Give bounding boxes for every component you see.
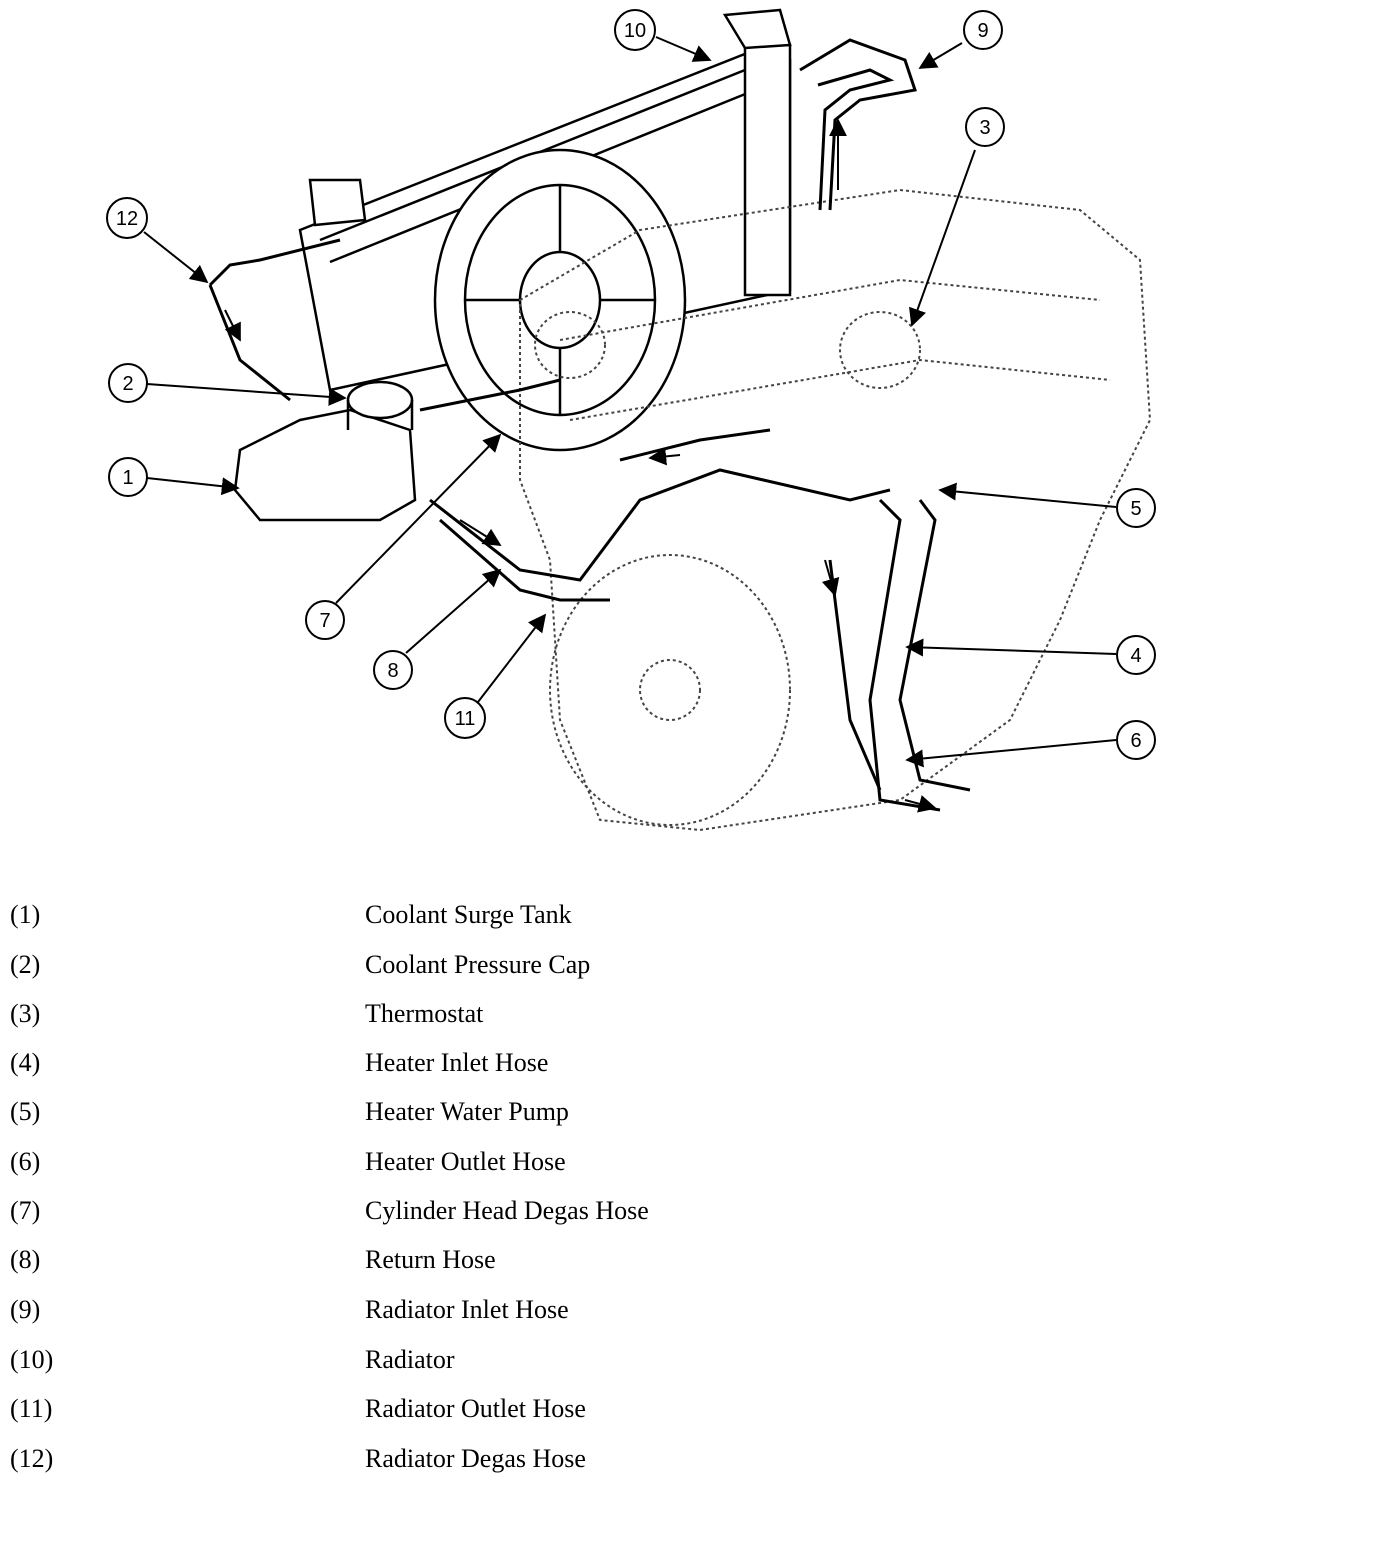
legend-label: Radiator bbox=[365, 1345, 455, 1374]
legend-label: Radiator Inlet Hose bbox=[365, 1295, 569, 1324]
legend-row: (4) Heater Inlet Hose bbox=[0, 1048, 1392, 1088]
callout-2: 2 bbox=[108, 363, 148, 403]
legend-row: (2) Coolant Pressure Cap bbox=[0, 950, 1392, 990]
legend-row: (12) Radiator Degas Hose bbox=[0, 1444, 1392, 1484]
callout-6-text: 6 bbox=[1130, 730, 1141, 752]
legend-number: (7) bbox=[10, 1196, 41, 1225]
legend-number: (10) bbox=[10, 1345, 54, 1374]
callout-10-text: 10 bbox=[624, 20, 646, 42]
legend-label: Heater Inlet Hose bbox=[365, 1048, 549, 1077]
callout-3: 3 bbox=[965, 107, 1005, 147]
legend-row: (7) Cylinder Head Degas Hose bbox=[0, 1196, 1392, 1236]
legend-label: Heater Outlet Hose bbox=[365, 1147, 566, 1176]
legend-number: (3) bbox=[10, 999, 41, 1028]
callout-12: 12 bbox=[106, 197, 148, 239]
callout-6: 6 bbox=[1116, 720, 1156, 760]
legend-label: Coolant Surge Tank bbox=[365, 900, 572, 929]
callout-3-text: 3 bbox=[979, 117, 990, 139]
legend-row: (9) Radiator Inlet Hose bbox=[0, 1295, 1392, 1335]
legend-number: (11) bbox=[10, 1394, 53, 1423]
callout-5-text: 5 bbox=[1130, 498, 1141, 520]
legend-row: (10) Radiator bbox=[0, 1345, 1392, 1385]
legend-label: Radiator Outlet Hose bbox=[365, 1394, 586, 1423]
callout-1-text: 1 bbox=[122, 467, 133, 489]
callout-4: 4 bbox=[1116, 635, 1156, 675]
callout-5: 5 bbox=[1116, 488, 1156, 528]
legend-label: Coolant Pressure Cap bbox=[365, 950, 591, 979]
legend-number: (12) bbox=[10, 1444, 54, 1473]
callout-4-text: 4 bbox=[1130, 645, 1141, 667]
callout-11-text: 11 bbox=[455, 708, 476, 730]
legend-number: (4) bbox=[10, 1048, 41, 1077]
legend-number: (9) bbox=[10, 1295, 41, 1324]
legend-number: (8) bbox=[10, 1245, 41, 1274]
legend-row: (5) Heater Water Pump bbox=[0, 1097, 1392, 1137]
callout-8: 8 bbox=[373, 650, 413, 690]
callout-12-text: 12 bbox=[116, 208, 138, 230]
callout-8-text: 8 bbox=[387, 660, 398, 682]
callout-9-text: 9 bbox=[977, 20, 988, 42]
legend-label: Cylinder Head Degas Hose bbox=[365, 1196, 649, 1225]
callout-10: 10 bbox=[614, 9, 656, 51]
legend-number: (2) bbox=[10, 950, 41, 979]
leader-lines bbox=[143, 36, 1117, 768]
legend-label: Return Hose bbox=[365, 1245, 496, 1274]
legend-row: (1) Coolant Surge Tank bbox=[0, 900, 1392, 940]
legend-row: (6) Heater Outlet Hose bbox=[0, 1147, 1392, 1187]
engine-block-drawing bbox=[519, 188, 1152, 832]
callout-1: 1 bbox=[108, 457, 148, 497]
legend-row: (8) Return Hose bbox=[0, 1245, 1392, 1285]
callout-7: 7 bbox=[305, 600, 345, 640]
engine-cooling-diagram: 1 2 3 4 5 6 7 8 9 10 11 12 bbox=[106, 8, 1156, 832]
legend-number: (1) bbox=[10, 900, 41, 929]
flow-arrows bbox=[224, 118, 937, 813]
legend-row: (3) Thermostat bbox=[0, 999, 1392, 1039]
legend-row: (11) Radiator Outlet Hose bbox=[0, 1394, 1392, 1434]
legend-number: (6) bbox=[10, 1147, 41, 1176]
legend-number: (5) bbox=[10, 1097, 41, 1126]
surge-tank-drawing bbox=[233, 380, 417, 522]
fan-shroud-drawing bbox=[433, 148, 687, 452]
callout-2-text: 2 bbox=[122, 373, 133, 395]
callout-11: 11 bbox=[444, 697, 486, 739]
callout-9: 9 bbox=[963, 10, 1003, 50]
legend-label: Radiator Degas Hose bbox=[365, 1444, 586, 1473]
callout-7-text: 7 bbox=[319, 610, 330, 632]
legend-label: Heater Water Pump bbox=[365, 1097, 569, 1126]
legend-label: Thermostat bbox=[365, 999, 484, 1028]
